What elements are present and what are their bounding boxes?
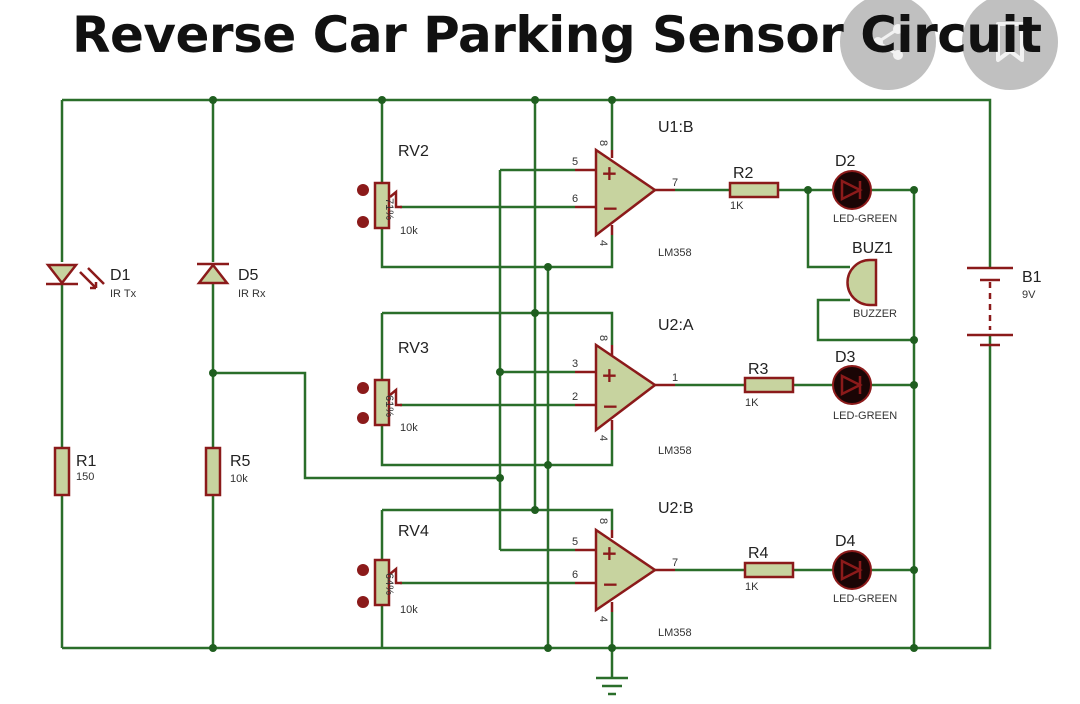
d1-value: IR Tx	[110, 288, 137, 300]
opamp-u2a: + − 3 2 1 8 4 U2:A LM358	[572, 317, 694, 457]
pin-label: 4	[597, 240, 609, 246]
pin-label: 1	[672, 372, 678, 384]
d5-ref: D5	[238, 267, 259, 284]
buz1-value: BUZZER	[853, 308, 897, 320]
rv3-ref: RV3	[398, 340, 429, 357]
resistor-r4: R4 1K	[743, 545, 795, 593]
svg-text:−: −	[602, 196, 619, 220]
pin-label: 5	[572, 536, 578, 548]
resistor-r2: R2 1K	[728, 165, 780, 212]
share-button[interactable]	[840, 0, 936, 90]
pin-label: 4	[597, 435, 609, 441]
b1-ref: B1	[1022, 269, 1042, 286]
svg-text:−: −	[602, 394, 619, 418]
rv4-ref: RV4	[398, 523, 429, 540]
led-d3: D3 LED-GREEN	[832, 349, 897, 422]
r4-value: 1K	[745, 581, 759, 593]
r2-value: 1K	[730, 200, 744, 212]
ir-transmitter-diode-d1: D1 IR Tx	[45, 263, 137, 300]
potentiometer-rv2: 71% RV2 10k	[357, 143, 429, 237]
d2-value: LED-GREEN	[833, 213, 897, 225]
u2a-ref: U2:A	[658, 317, 694, 334]
led-d4: D4 LED-GREEN	[832, 533, 897, 605]
led-d2: D2 LED-GREEN	[832, 153, 897, 225]
rv3-value: 10k	[400, 422, 418, 434]
potentiometer-rv3: 61% RV3 10k	[357, 340, 429, 434]
buz1-ref: BUZ1	[852, 240, 893, 257]
pin-label: 2	[572, 391, 578, 403]
r4-ref: R4	[748, 545, 769, 562]
d2-ref: D2	[835, 153, 856, 170]
bookmark-button[interactable]	[962, 0, 1058, 90]
r5-ref: R5	[230, 453, 251, 470]
pin-label: 7	[672, 177, 678, 189]
pin-label: 8	[597, 335, 609, 341]
r1-value: 150	[76, 471, 94, 483]
rv4-setting: 64%	[383, 573, 395, 595]
d1-ref: D1	[110, 267, 131, 284]
rv2-value: 10k	[400, 225, 418, 237]
r3-ref: R3	[748, 361, 769, 378]
pin-label: 6	[572, 569, 578, 581]
battery-b1: B1 9V	[960, 266, 1042, 347]
b1-value: 9V	[1022, 289, 1036, 301]
opamp-u1b: + − 5 6 7 8 4 U1:B LM358	[572, 119, 694, 259]
svg-text:−: −	[602, 572, 619, 596]
r2-ref: R2	[733, 165, 754, 182]
u2a-part: LM358	[658, 445, 692, 457]
d5-value: IR Rx	[238, 288, 266, 300]
pin-label: 3	[572, 358, 578, 370]
rv3-setting: 61%	[383, 395, 395, 417]
junction-dots	[209, 96, 918, 652]
svg-text:+: +	[601, 541, 618, 565]
buzzer-buz1: BUZ1 BUZZER	[846, 240, 897, 320]
rv4-value: 10k	[400, 604, 418, 616]
svg-text:+: +	[601, 161, 618, 185]
d4-value: LED-GREEN	[833, 593, 897, 605]
opamp-u2b: + − 5 6 7 8 4 U2:B LM358	[572, 500, 694, 639]
wires	[60, 98, 992, 678]
resistor-r3: R3 1K	[743, 361, 795, 409]
pin-label: 5	[572, 156, 578, 168]
bookmark-icon	[996, 22, 1024, 62]
d4-ref: D4	[835, 533, 856, 550]
r5-value: 10k	[230, 473, 248, 485]
u2b-part: LM358	[658, 627, 692, 639]
u1b-ref: U1:B	[658, 119, 694, 136]
resistor-r5: R5 10k	[204, 446, 251, 497]
pin-label: 7	[672, 557, 678, 569]
r1-ref: R1	[76, 453, 97, 470]
pin-label: 8	[597, 518, 609, 524]
r3-value: 1K	[745, 397, 759, 409]
potentiometer-rv4: 64% RV4 10k	[357, 523, 429, 616]
u1b-part: LM358	[658, 247, 692, 259]
pin-label: 8	[597, 140, 609, 146]
d3-ref: D3	[835, 349, 856, 366]
resistor-r1: R1 150	[53, 446, 97, 497]
ground-symbol	[596, 676, 628, 696]
d3-value: LED-GREEN	[833, 410, 897, 422]
ir-receiver-diode-d5: D5 IR Rx	[196, 262, 266, 300]
svg-text:+: +	[601, 363, 618, 387]
u2b-ref: U2:B	[658, 500, 694, 517]
page-title: Reverse Car Parking Sensor Circuit	[72, 6, 1042, 64]
pin-label: 6	[572, 193, 578, 205]
rv2-ref: RV2	[398, 143, 429, 160]
rv2-setting: 71%	[383, 198, 395, 220]
pin-label: 4	[597, 616, 609, 622]
share-icon	[873, 24, 903, 60]
